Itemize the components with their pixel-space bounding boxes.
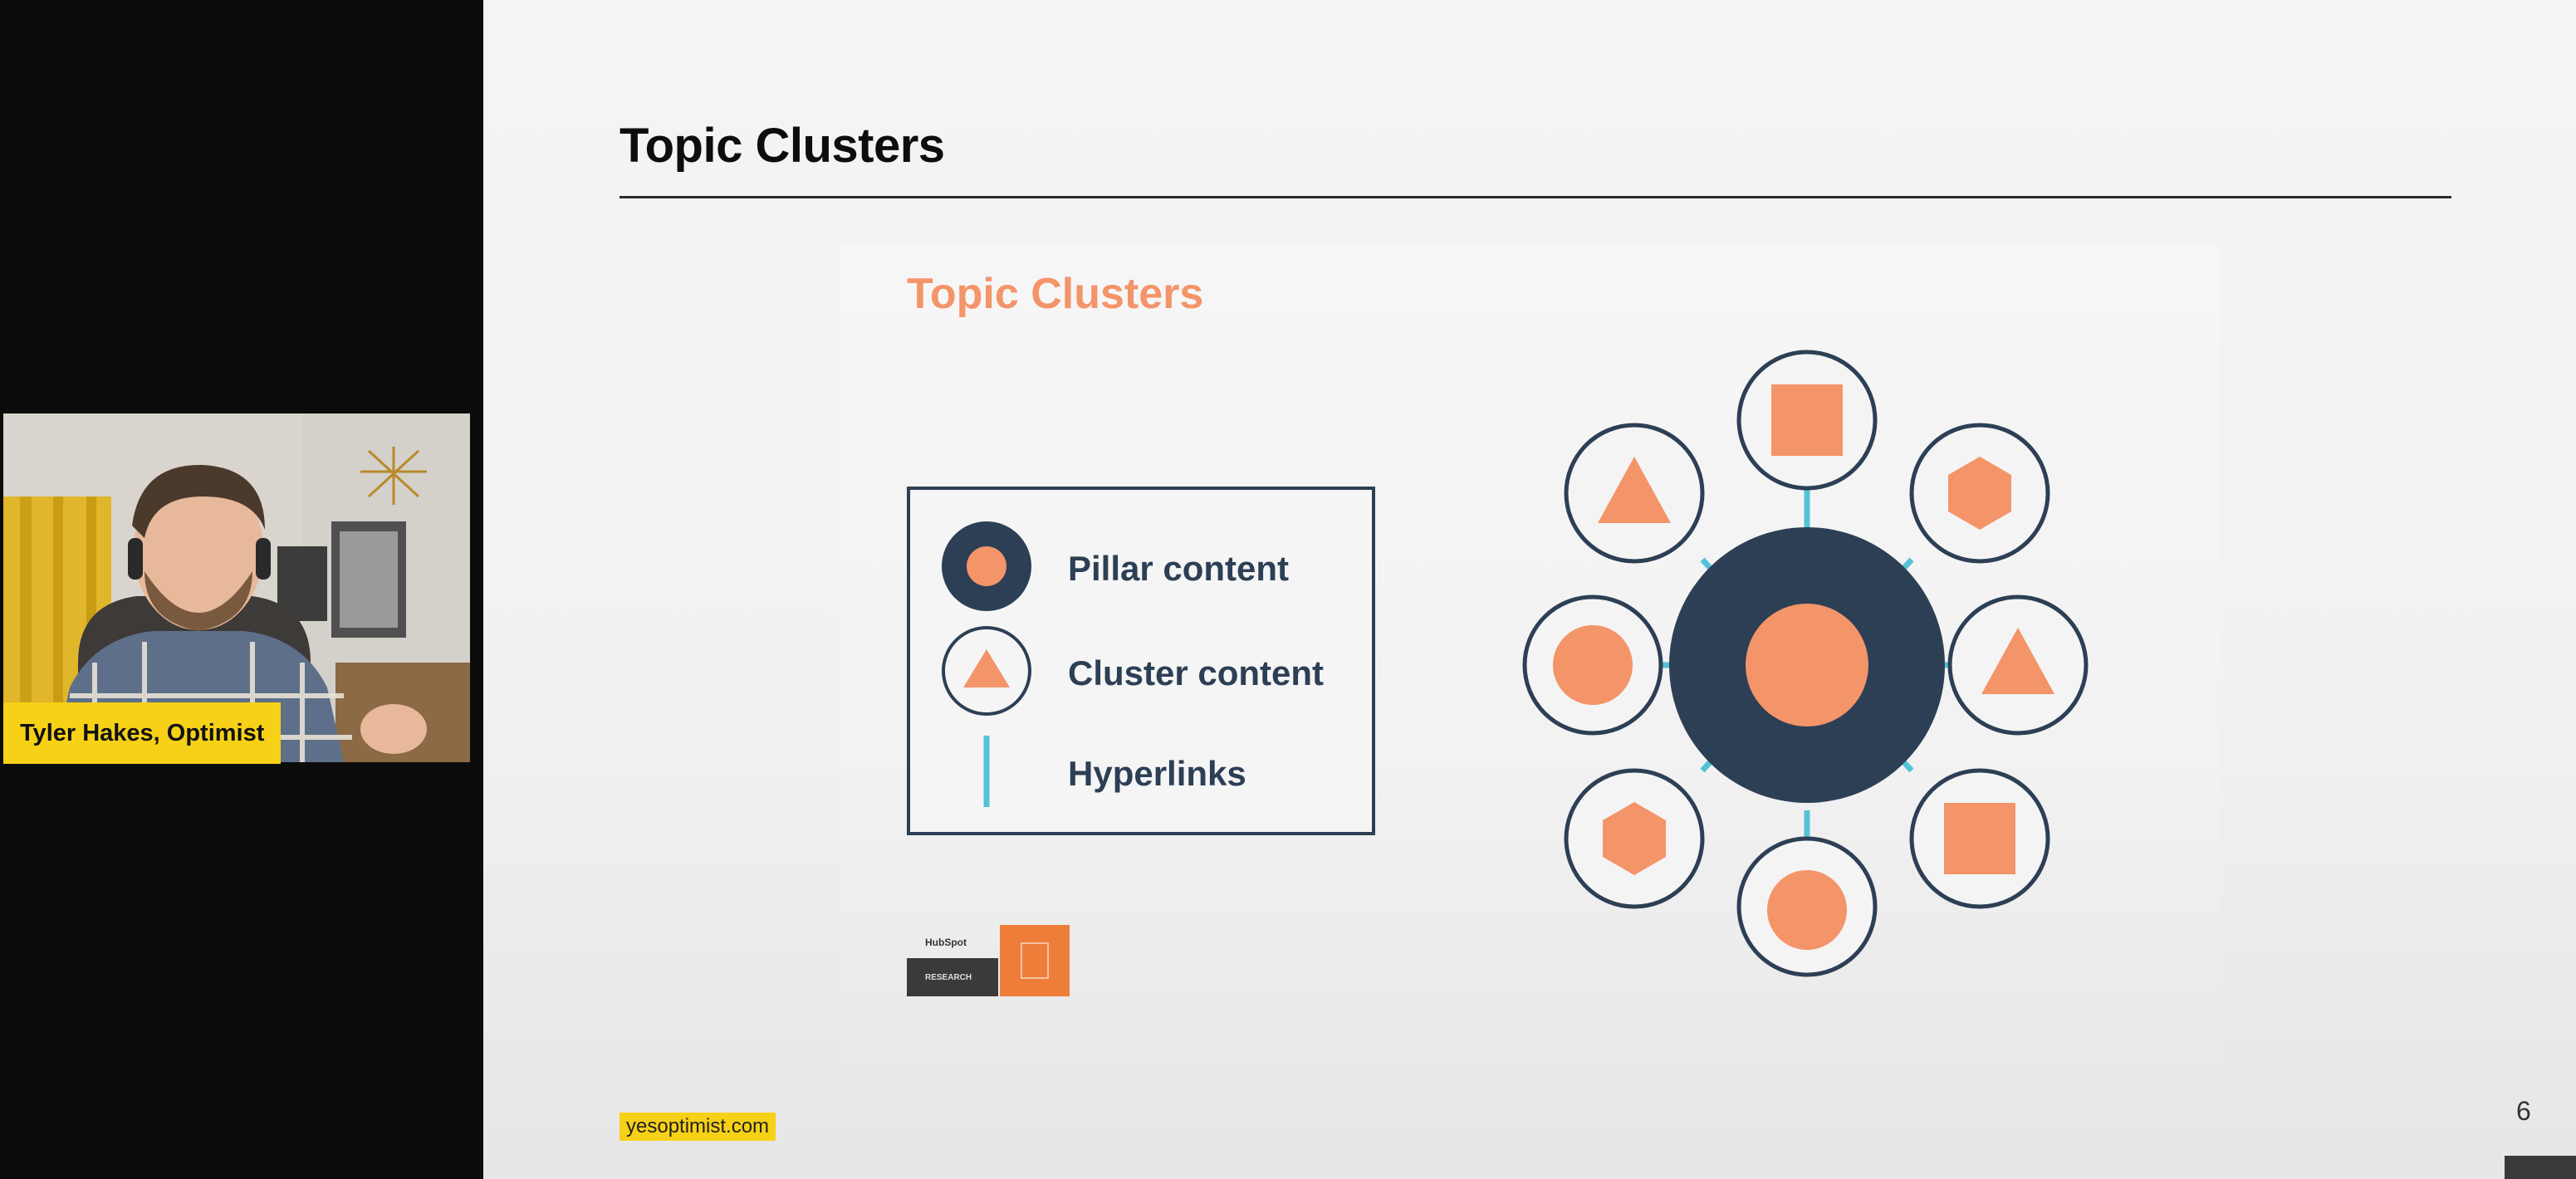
svg-text:HubSpot: HubSpot — [925, 937, 967, 948]
slide-page-number: 6 — [2516, 1096, 2531, 1126]
hyperlink-line-icon — [940, 734, 1033, 813]
presentation-slide: Topic Clusters Topic Clusters Pillar con… — [483, 0, 2576, 1179]
speaker-panel: Tyler Hakes, Optimist — [0, 0, 483, 1179]
webcam-video — [3, 413, 470, 762]
title-divider — [620, 196, 2451, 198]
embedded-diagram-image: Topic Clusters Pillar content — [839, 246, 2221, 1076]
speaker-name-tag: Tyler Hakes, Optimist — [3, 702, 282, 764]
legend-label: Hyperlinks — [1068, 753, 1246, 793]
pillar-node-icon — [940, 520, 1033, 617]
footer-url[interactable]: yesoptimist.com — [620, 1113, 776, 1141]
hubspot-research-logo: HubSpot RESEARCH — [907, 925, 1070, 996]
slide-title: Topic Clusters — [620, 119, 945, 173]
legend-item-hyperlinks: Hyperlinks — [940, 734, 1246, 813]
speaker-video-image — [3, 413, 470, 762]
legend-item-pillar: Pillar content — [940, 520, 1289, 617]
pillar-node — [1669, 527, 1945, 803]
cluster-node-icon — [940, 624, 1033, 722]
svg-text:RESEARCH: RESEARCH — [925, 973, 972, 982]
diagram-legend: Pillar content Cluster content Hyperl — [907, 487, 1375, 835]
diagram-title: Topic Clusters — [907, 270, 1204, 318]
corner-badge — [2505, 1156, 2576, 1179]
legend-item-cluster: Cluster content — [940, 624, 1324, 722]
legend-label: Pillar content — [1068, 548, 1290, 588]
legend-label: Cluster content — [1068, 653, 1325, 692]
